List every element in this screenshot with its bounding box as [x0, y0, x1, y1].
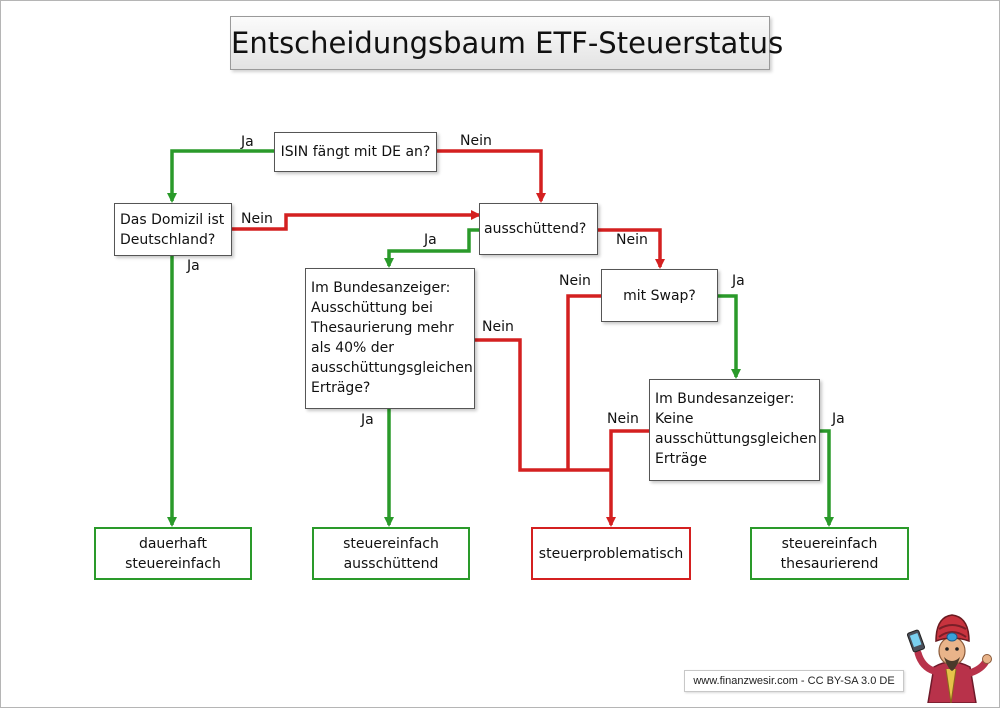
decision-isin-text: ISIN fängt mit DE an?	[280, 144, 431, 160]
credit-link[interactable]: www.finanzwesir.com - CC BY-SA 3.0 DE	[684, 670, 904, 692]
edge-swap-nein	[566, 294, 601, 470]
edge-ba2-ja	[820, 429, 834, 527]
result-steuereinfach-thesaurierend: steuereinfach thesaurierend	[750, 527, 909, 580]
decision-swap: mit Swap?	[601, 269, 718, 322]
decision-ausschuettend: ausschüttend?	[479, 203, 598, 255]
edge-isin-ja	[167, 149, 274, 203]
label-ba1-ja: Ja	[361, 412, 374, 428]
label-ba1-nein: Nein	[482, 319, 514, 335]
label-ba2-ja: Ja	[832, 411, 845, 427]
edge-ba2-nein	[606, 429, 649, 527]
result-dauerhaft-steuereinfach-text: dauerhaft steuereinfach	[125, 535, 221, 572]
label-ba2-nein: Nein	[607, 411, 639, 427]
label-domizil-nein: Nein	[241, 211, 273, 227]
decision-bundesanzeiger-ausschuettung-text: Im Bundesanzeiger: Ausschüttung bei Thes…	[311, 280, 473, 396]
result-steuereinfach-ausschuettend: steuereinfach ausschüttend	[312, 527, 470, 580]
decision-bundesanzeiger-ausschuettung: Im Bundesanzeiger: Ausschüttung bei Thes…	[305, 268, 475, 409]
label-domizil-ja: Ja	[187, 258, 200, 274]
result-dauerhaft-steuereinfach: dauerhaft steuereinfach	[94, 527, 252, 580]
result-steuerproblematisch: steuerproblematisch	[531, 527, 691, 580]
result-steuerproblematisch-text: steuerproblematisch	[538, 545, 684, 562]
decision-domizil: Das Domizil ist Deutschland?	[114, 203, 232, 256]
label-swap-nein: Nein	[559, 273, 591, 289]
decision-bundesanzeiger-keine: Im Bundesanzeiger: Keine ausschüttungsgl…	[649, 379, 820, 481]
wizard-mascot-icon	[907, 614, 992, 703]
edge-ba1-nein	[475, 338, 611, 472]
edge-swap-ja	[718, 294, 741, 379]
label-isin-ja: Ja	[241, 134, 254, 150]
decision-ausschuettend-text: ausschüttend?	[484, 221, 587, 237]
decision-swap-text: mit Swap?	[623, 287, 696, 304]
decision-bundesanzeiger-keine-text: Im Bundesanzeiger: Keine ausschüttungsgl…	[655, 391, 817, 467]
edge-ausschuettend-nein	[598, 228, 665, 269]
edge-isin-nein	[437, 149, 546, 203]
label-ausschuettend-ja: Ja	[424, 232, 437, 248]
result-steuereinfach-ausschuettend-text: steuereinfach ausschüttend	[343, 535, 439, 572]
result-steuereinfach-thesaurierend-text: steuereinfach thesaurierend	[780, 535, 879, 572]
label-swap-ja: Ja	[732, 273, 745, 289]
page-title: Entscheidungsbaum ETF-Steuerstatus	[230, 16, 783, 70]
label-isin-nein: Nein	[460, 133, 492, 149]
edge-domizil-nein	[232, 210, 481, 231]
edge-ausschuettend-ja	[384, 228, 479, 268]
label-ausschuettend-nein: Nein	[616, 232, 648, 248]
decision-isin: ISIN fängt mit DE an?	[274, 132, 437, 172]
decision-domizil-text: Das Domizil ist Deutschland?	[120, 212, 225, 248]
